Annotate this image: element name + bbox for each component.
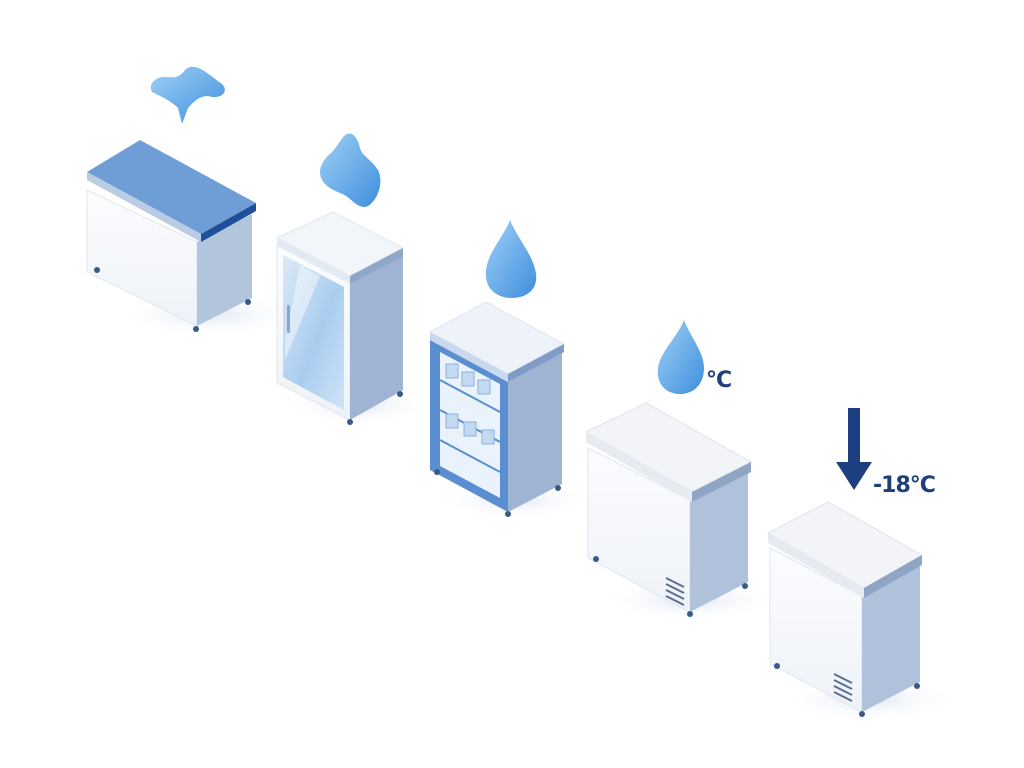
glass-door-fridge: [275, 211, 435, 425]
shelf-item: [481, 429, 495, 445]
counter-foot: [193, 326, 199, 332]
glass-fridge-foot: [397, 391, 403, 397]
chest-freezer-lid-edge: [586, 432, 692, 502]
deep-freezer-foot: [774, 663, 780, 669]
glass-door-handle: [287, 305, 290, 333]
water-drop-icon: [485, 220, 537, 298]
counter-foot: [94, 267, 100, 273]
shelf-fridge-foot: [555, 485, 561, 491]
shelf-fridge-side: [508, 352, 562, 512]
counter-side: [197, 214, 252, 326]
glass-door: [283, 255, 344, 410]
counter-top: [87, 140, 256, 234]
deep-freezer-side: [862, 566, 920, 712]
counter-top-edge-side: [201, 203, 256, 242]
deep-freezer-lid-edge: [768, 533, 864, 598]
shelf-item: [461, 371, 475, 387]
glass-fridge-top-edge-side: [350, 248, 403, 284]
counter-unit: [86, 140, 305, 337]
deep-freezer-temp-label: -18°C: [873, 473, 936, 498]
deep-freezer-foot: [859, 711, 865, 717]
water-drop-icon: [657, 320, 704, 394]
shelf-item: [477, 379, 491, 395]
shelf-fridge-top-edge: [430, 332, 508, 382]
vent-grille: [665, 577, 685, 606]
counter-foot: [245, 299, 251, 305]
ice-cube-icon: [320, 133, 381, 207]
counter-top-edge-front: [87, 172, 201, 242]
shelf-item: [445, 363, 459, 379]
chest-freezer: [584, 402, 780, 622]
deep-freezer: [766, 501, 960, 722]
chest-freezer-temp-label: °C: [706, 368, 732, 393]
shelf-item: [445, 413, 459, 429]
deep-freezer-foot: [914, 683, 920, 689]
ice-splash-icon: [150, 66, 225, 124]
shelf-fridge-foot: [505, 511, 511, 517]
shelf: [439, 379, 501, 413]
chest-freezer-foot: [687, 611, 693, 617]
shelf-item: [463, 421, 477, 437]
chest-freezer-lid-edge-side: [692, 462, 751, 502]
chest-freezer-foot: [742, 583, 748, 589]
shelf: [439, 439, 501, 473]
chest-freezer-foot: [593, 556, 599, 562]
open-shelf-fridge: [428, 301, 590, 520]
chest-freezer-side: [690, 470, 748, 612]
vent-grille: [833, 673, 853, 702]
glass-reflection: [285, 265, 320, 360]
shelf-fridge-top-edge-side: [508, 344, 564, 382]
shelf-fridge-foot: [434, 469, 440, 475]
deep-freezer-lid-edge-side: [864, 555, 922, 598]
glass-fridge-side: [350, 255, 403, 420]
down-arrow-icon: [836, 408, 872, 490]
glass-fridge-top-edge: [277, 238, 350, 284]
glass-fridge-foot: [347, 419, 353, 425]
